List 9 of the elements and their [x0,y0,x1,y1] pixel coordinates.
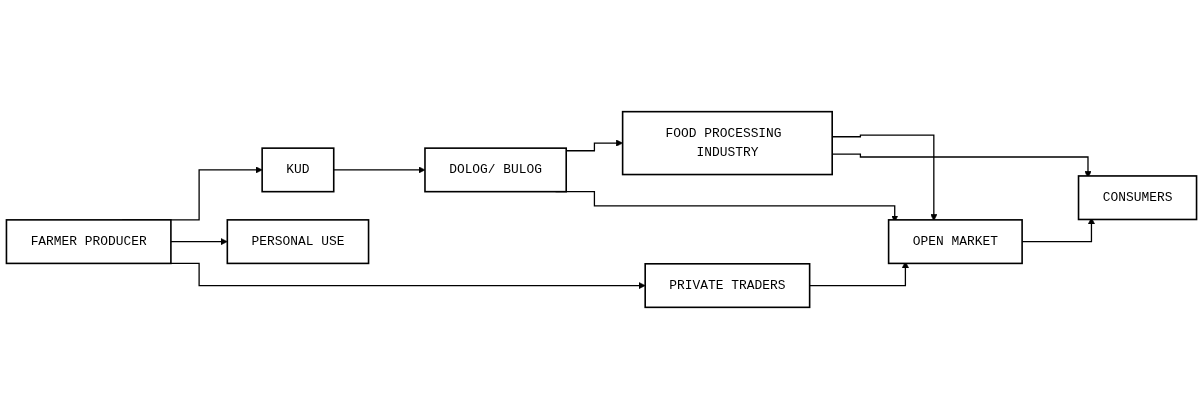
node-box: DOLOG/ BULOG [424,147,567,193]
node-box: FOOD PROCESSING INDUSTRY [621,110,833,176]
node-box: OPEN MARKET [887,219,1023,265]
node-box: PRIVATE TRADERS [644,263,811,309]
node-box: CONSUMERS [1077,175,1198,221]
node-box: PERSONAL USE [226,219,370,265]
arrow [170,238,228,246]
node-box: FARMER PRODUCER [5,219,172,265]
node-box: KUD [261,147,335,193]
